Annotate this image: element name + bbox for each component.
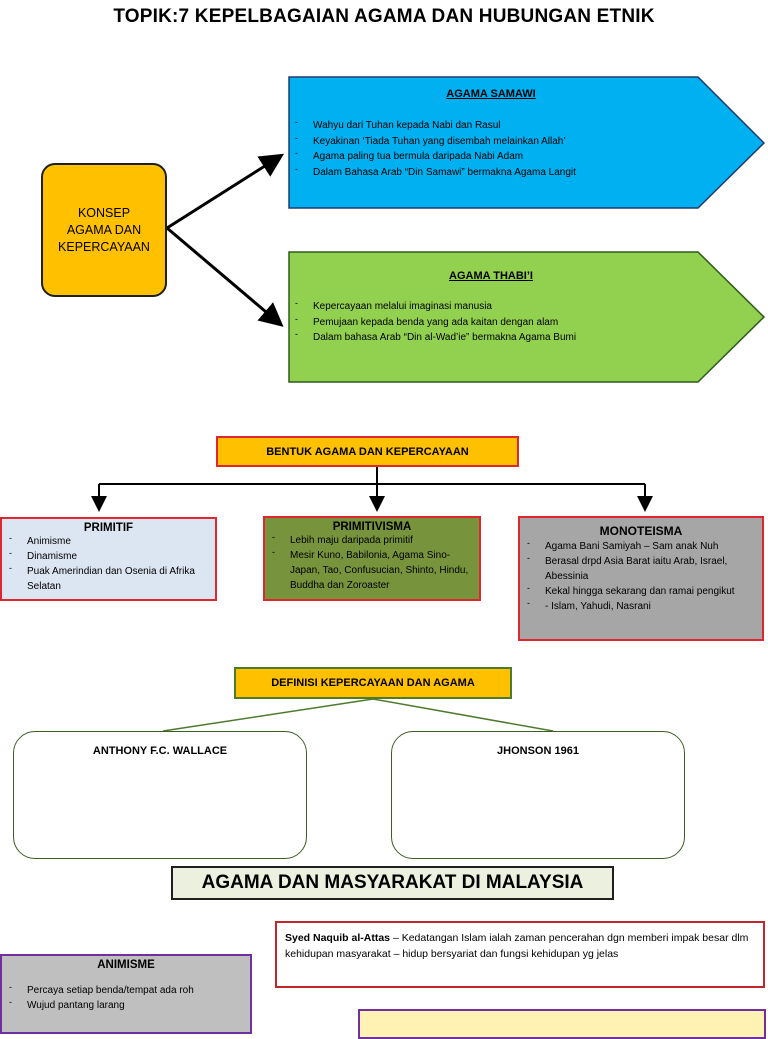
definisi-wallace-label: ANTHONY F.C. WALLACE (92, 745, 228, 757)
definisi-jhonson-label: JHONSON 1961 (497, 745, 579, 757)
page-title: TOPIK:7 KEPELBAGAIAN AGAMA DAN HUBUNGAN … (113, 6, 655, 27)
arrow-to-thabii (166, 226, 284, 327)
thabii-content: AGAMA THABI’I Kepercayaan melalui imagin… (291, 270, 691, 346)
samawi-item: Wahyu dari Tuhan kepada Nabi dan Rasul (291, 115, 691, 134)
arrow-to-samawi (166, 153, 285, 230)
concept-line-2: AGAMA DAN (66, 222, 142, 237)
malaysia-heading: AGAMA DAN MASYARAKAT DI MALAYSIA (171, 866, 614, 900)
monoteisma-box: MONOTEISMA Agama Bani Samiyah – Sam anak… (518, 516, 764, 641)
samawi-item: Keyakinan ‘Tiada Tuhan yang disembah mel… (291, 131, 691, 150)
thabii-item: Kepercayaan melalui imaginasi manusia (291, 296, 691, 315)
thabii-item: Pemujaan kepada benda yang ada kaitan de… (291, 312, 691, 331)
thabii-item: Dalam bahasa Arab “Din al-Wad’ie” bermak… (291, 327, 691, 346)
primitivisma-title: PRIMITIVISMA (332, 521, 412, 533)
animisme-title: ANIMISME (97, 959, 155, 971)
samawi-item: Agama paling tua bermula daripada Nabi A… (291, 146, 691, 165)
naquib-box: Syed Naquib al-Attas – Kedatangan Islam … (275, 921, 765, 988)
primitivisma-box: PRIMITIVISMA Lebih maju daripada primiti… (263, 516, 481, 601)
concept-box: KONSEP AGAMA DAN KEPERCAYAAN (41, 163, 167, 297)
primitif-item: Animisme (6, 531, 211, 549)
thabii-heading: AGAMA THABI’I (449, 270, 533, 282)
primitif-box: PRIMITIF Animisme Dinamisme Puak Amerind… (0, 517, 217, 601)
naquib-text: – Kedatangan Islam ialah zaman penceraha… (285, 932, 749, 960)
primitif-item: Dinamisme (6, 546, 211, 564)
monoteisma-title: MONOTEISMA (599, 524, 683, 538)
definisi-box-wallace: ANTHONY F.C. WALLACE (13, 731, 307, 859)
concept-line-1: KONSEP (77, 205, 131, 220)
primitif-item: Puak Amerindian dan Osenia di Afrika Sel… (6, 561, 211, 594)
primitivisma-item: Lebih maju daripada primitif (269, 530, 475, 548)
samawi-heading: AGAMA SAMAWI (446, 88, 536, 100)
animisme-item: Percaya setiap benda/tempat ada roh (6, 980, 246, 998)
samawi-content: AGAMA SAMAWI Wahyu dari Tuhan kepada Nab… (291, 88, 691, 180)
samawi-item: Dalam Bahasa Arab “Din Samawi” bermakna … (291, 162, 691, 181)
definisi-heading: DEFINISI KEPERCAYAAN DAN AGAMA (234, 667, 512, 699)
primitif-title: PRIMITIF (83, 522, 134, 534)
animisme-box: ANIMISME Percaya setiap benda/tempat ada… (0, 954, 252, 1034)
bottom-partial-box (358, 1009, 766, 1039)
naquib-name: Syed Naquib al-Attas (285, 932, 391, 944)
definisi-line-left (162, 698, 374, 732)
monoteisma-item: Kekal hingga sekarang dan ramai pengikut (524, 581, 758, 599)
animisme-item: Wujud pantang larang (6, 995, 246, 1013)
monoteisma-item: Berasal drpd Asia Barat iaitu Arab, Isra… (524, 551, 758, 584)
definisi-line-right (372, 698, 554, 732)
concept-line-3: KEPERCAYAAN (58, 239, 150, 254)
primitivisma-item: Mesir Kuno, Babilonia, Agama Sino-Japan,… (269, 545, 475, 593)
bentuk-heading: BENTUK AGAMA DAN KEPERCAYAAN (216, 436, 519, 467)
monoteisma-item: - Islam, Yahudi, Nasrani (524, 596, 758, 614)
definisi-box-jhonson: JHONSON 1961 (391, 731, 685, 859)
monoteisma-item: Agama Bani Samiyah – Sam anak Nuh (524, 536, 758, 554)
